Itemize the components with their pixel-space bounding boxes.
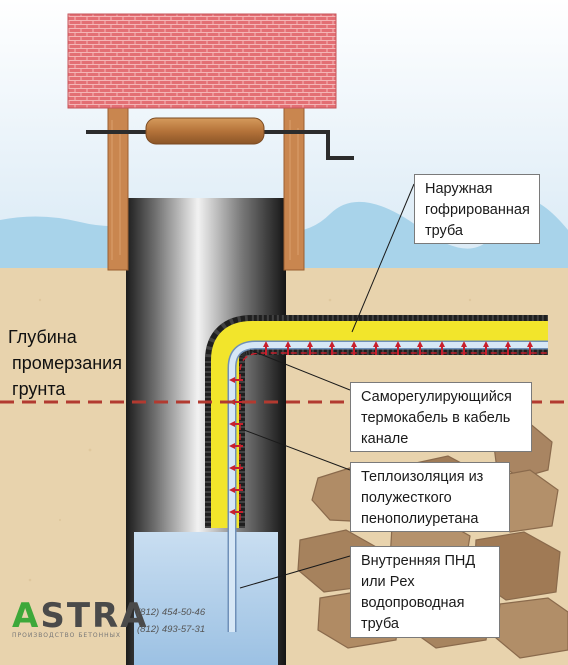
- pu-insulation: [211, 321, 548, 528]
- callout-outer-pipe-line-3: труба: [425, 223, 463, 239]
- callout-inner-pipe-line-1: Внутренняя ПНД: [361, 553, 476, 569]
- logo-wordmark: ASTRA: [12, 598, 149, 634]
- heat-arrow: [229, 443, 243, 449]
- heat-arrow: [505, 341, 511, 355]
- heat-arrow: [461, 341, 467, 355]
- heat-arrow: [439, 341, 445, 355]
- heat-arrow: [527, 341, 533, 355]
- freeze-depth-line-1: Глубина: [8, 327, 77, 347]
- callout-insulation: Теплоизоляция из полужесткого пенополиур…: [350, 462, 510, 532]
- heat-arrow: [229, 421, 243, 427]
- phone-numbers: (812) 454-50-46 (812) 493-57-31: [137, 604, 205, 638]
- heating-cable: [239, 352, 548, 520]
- callout-heating-cable: Саморегулирующийся термокабель в кабель …: [350, 382, 532, 452]
- callout-inner-pipe: Внутренняя ПНД или Pex водопроводная тру…: [350, 546, 500, 638]
- roof: [67, 13, 337, 109]
- callout-inner-pipe-line-3: водопроводная: [361, 595, 465, 611]
- heat-arrow: [229, 487, 243, 493]
- heat-arrow: [373, 341, 379, 355]
- heat-arrow: [395, 341, 401, 355]
- freeze-depth-line-3: грунта: [12, 379, 66, 399]
- callout-cable-line-2: термокабель в кабель: [361, 410, 511, 426]
- crank-handle: [322, 130, 354, 160]
- windlass-drum: [145, 117, 265, 145]
- heat-arrow: [285, 341, 291, 355]
- callout-outer-pipe-line-2: гофрированная: [425, 202, 530, 218]
- callout-cable-line-1: Саморегулирующийся: [361, 389, 512, 405]
- inner-pe-pipe: [229, 342, 548, 632]
- heat-arrow: [307, 341, 313, 355]
- astra-logo: ASTRA ПРОИЗВОДСТВО БЕТОННЫХ: [12, 598, 149, 639]
- logo-rest: STRA: [40, 596, 149, 636]
- callout-insulation-line-2: полужесткого: [361, 490, 452, 506]
- callout-cable-line-3: канале: [361, 431, 409, 447]
- heat-arrow: [329, 341, 335, 355]
- leader-lines: [239, 183, 415, 589]
- logo-accent-letter: A: [12, 596, 41, 636]
- heat-arrows-horizontal: [263, 341, 533, 355]
- phone-1: (812) 454-50-46: [137, 607, 206, 618]
- logo-tagline: ПРОИЗВОДСТВО БЕТОННЫХ: [12, 632, 122, 639]
- phone-2: (812) 493-57-31: [137, 624, 206, 635]
- heat-arrow: [351, 341, 357, 355]
- freeze-depth-line-2: промерзания: [12, 353, 122, 373]
- heat-arrow: [229, 377, 243, 383]
- heat-arrow: [263, 341, 269, 355]
- callout-outer-pipe-line-1: Наружная: [425, 181, 493, 197]
- callout-inner-pipe-line-4: труба: [361, 616, 399, 632]
- callout-outer-pipe: Наружная гофрированная труба: [414, 174, 540, 244]
- heat-arrow: [417, 341, 423, 355]
- heat-arrow: [483, 341, 489, 355]
- well-water: [134, 532, 278, 665]
- callout-insulation-line-1: Теплоизоляция из: [361, 469, 484, 485]
- heat-arrow: [229, 465, 243, 471]
- heat-arrow: [229, 509, 243, 515]
- callout-insulation-line-3: пенополиуретана: [361, 511, 479, 527]
- callout-inner-pipe-line-2: или Pex: [361, 574, 415, 590]
- freeze-depth-label: Глубина промерзания грунта: [8, 324, 122, 402]
